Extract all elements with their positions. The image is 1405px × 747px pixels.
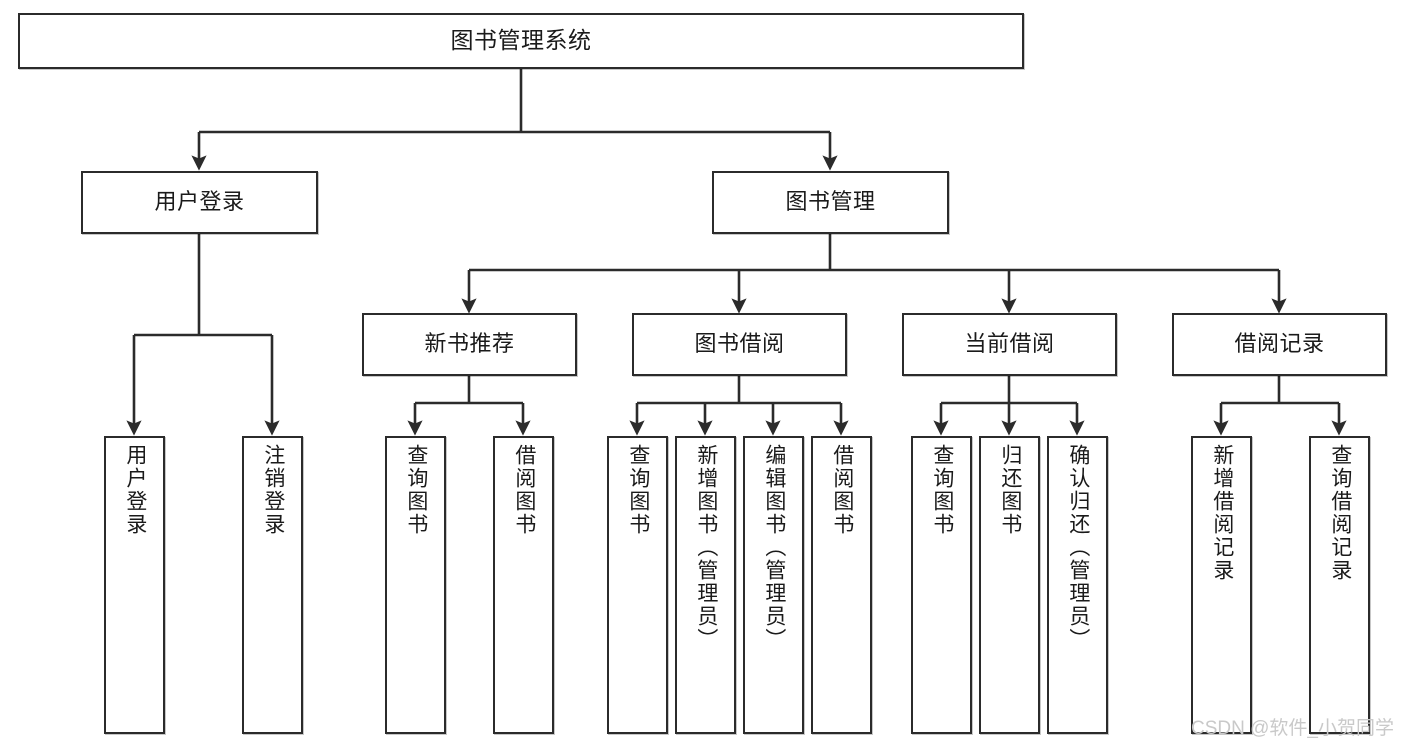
node-current-borrow[interactable]: 当前借阅 (902, 313, 1117, 376)
leaf-user-login-1[interactable]: 用户登录 (104, 436, 165, 734)
leaf-current-borrow-2[interactable]: 归还图书 (979, 436, 1040, 734)
csdn-watermark: CSDN @软件_小贺同学 (1191, 718, 1394, 739)
node-user-login[interactable]: 用户登录 (81, 171, 318, 234)
leaf-book-borrow-3-label: 编辑图书（管理员） (762, 444, 786, 651)
leaf-user-login-2[interactable]: 注销登录 (242, 436, 303, 734)
leaf-borrow-record-1[interactable]: 新增借阅记录 (1191, 436, 1252, 734)
leaf-current-borrow-1[interactable]: 查询图书 (911, 436, 972, 734)
node-book-manage[interactable]: 图书管理 (712, 171, 949, 234)
node-user-login-label: 用户登录 (154, 189, 245, 215)
leaf-new-book-1[interactable]: 查询图书 (385, 436, 446, 734)
leaf-borrow-record-2-label: 查询借阅记录 (1328, 444, 1352, 582)
node-root-system-label: 图书管理系统 (450, 27, 592, 54)
leaf-borrow-record-1-label: 新增借阅记录 (1210, 444, 1234, 582)
node-book-borrow[interactable]: 图书借阅 (632, 313, 847, 376)
leaf-book-borrow-4-label: 借阅图书 (830, 444, 854, 536)
leaf-book-borrow-1[interactable]: 查询图书 (607, 436, 668, 734)
node-current-borrow-label: 当前借阅 (964, 331, 1055, 357)
leaf-book-borrow-2-label: 新增图书（管理员） (694, 444, 718, 651)
node-borrow-record-label: 借阅记录 (1234, 331, 1325, 357)
node-new-book-recommend-label: 新书推荐 (424, 331, 515, 357)
leaf-book-borrow-1-label: 查询图书 (626, 444, 650, 536)
leaf-current-borrow-2-label: 归还图书 (998, 444, 1022, 536)
leaf-book-borrow-2[interactable]: 新增图书（管理员） (675, 436, 736, 734)
leaf-borrow-record-2[interactable]: 查询借阅记录 (1309, 436, 1370, 734)
leaf-current-borrow-1-label: 查询图书 (930, 444, 954, 536)
leaf-current-borrow-3-label: 确认归还（管理员） (1066, 444, 1090, 651)
node-new-book-recommend[interactable]: 新书推荐 (362, 313, 577, 376)
node-root-system[interactable]: 图书管理系统 (18, 13, 1024, 69)
leaf-current-borrow-3[interactable]: 确认归还（管理员） (1047, 436, 1108, 734)
leaf-new-book-1-label: 查询图书 (404, 444, 428, 536)
leaf-user-login-2-label: 注销登录 (261, 444, 285, 536)
leaf-new-book-2[interactable]: 借阅图书 (493, 436, 554, 734)
leaf-new-book-2-label: 借阅图书 (512, 444, 536, 536)
node-book-borrow-label: 图书借阅 (694, 331, 785, 357)
node-borrow-record[interactable]: 借阅记录 (1172, 313, 1387, 376)
leaf-book-borrow-3[interactable]: 编辑图书（管理员） (743, 436, 804, 734)
leaf-book-borrow-4[interactable]: 借阅图书 (811, 436, 872, 734)
leaf-user-login-1-label: 用户登录 (123, 444, 147, 536)
node-book-manage-label: 图书管理 (785, 189, 876, 215)
